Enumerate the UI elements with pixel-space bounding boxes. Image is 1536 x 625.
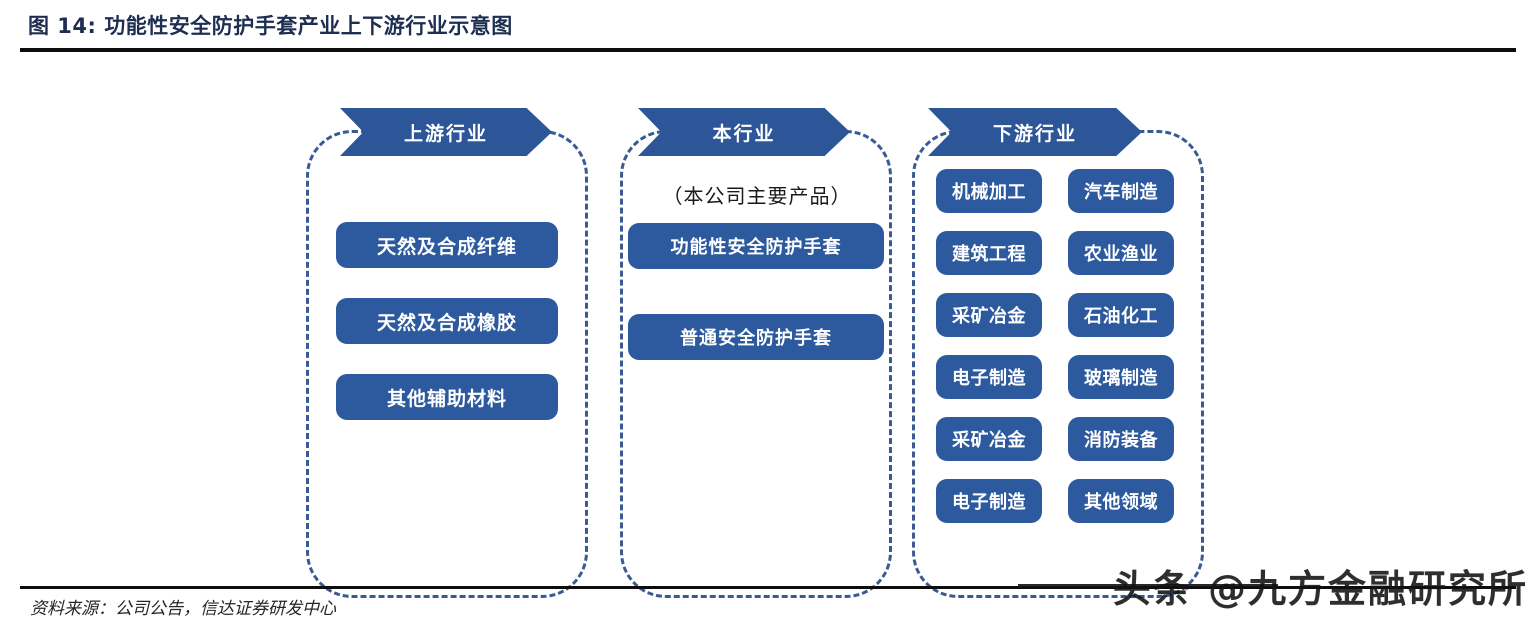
upstream-item-1: 天然及合成橡胶 <box>336 298 558 344</box>
page-title: 图 14: 功能性安全防护手套产业上下游行业示意图 <box>28 14 513 38</box>
downstream-item-0-left: 机械加工 <box>936 169 1042 213</box>
upstream-item-0: 天然及合成纤维 <box>336 222 558 268</box>
downstream-item-4-right: 消防装备 <box>1068 417 1174 461</box>
self-industry-banner: 本行业 <box>638 108 850 156</box>
downstream-item-3-right: 玻璃制造 <box>1068 355 1174 399</box>
upstream-container <box>306 130 588 598</box>
upstream-banner: 上游行业 <box>340 108 552 156</box>
value-chain-diagram: 上游行业 本行业 下游行业 天然及合成纤维 天然及合成橡胶 其他辅助材料 （本公… <box>0 52 1536 598</box>
downstream-item-2-left: 采矿冶金 <box>936 293 1042 337</box>
downstream-item-5-left: 电子制造 <box>936 479 1042 523</box>
downstream-banner: 下游行业 <box>928 108 1142 156</box>
self-industry-item-1: 普通安全防护手套 <box>628 314 884 360</box>
downstream-item-5-right: 其他领域 <box>1068 479 1174 523</box>
downstream-item-4-left: 采矿冶金 <box>936 417 1042 461</box>
footer-divider <box>20 586 1516 589</box>
downstream-item-1-left: 建筑工程 <box>936 231 1042 275</box>
downstream-item-1-right: 农业渔业 <box>1068 231 1174 275</box>
downstream-item-0-right: 汽车制造 <box>1068 169 1174 213</box>
upstream-item-2: 其他辅助材料 <box>336 374 558 420</box>
figure-header: 图 14: 功能性安全防护手套产业上下游行业示意图 <box>0 0 1536 52</box>
source-note: 资料来源：公司公告，信达证券研发中心 <box>30 599 336 619</box>
downstream-item-3-left: 电子制造 <box>936 355 1042 399</box>
watermark-text: 头条 @九方金融研究所 <box>1112 567 1528 611</box>
self-industry-note: （本公司主要产品） <box>662 184 852 208</box>
downstream-item-2-right: 石油化工 <box>1068 293 1174 337</box>
self-industry-item-0: 功能性安全防护手套 <box>628 223 884 269</box>
title-divider <box>20 48 1516 52</box>
watermark-rule <box>1018 584 1278 587</box>
